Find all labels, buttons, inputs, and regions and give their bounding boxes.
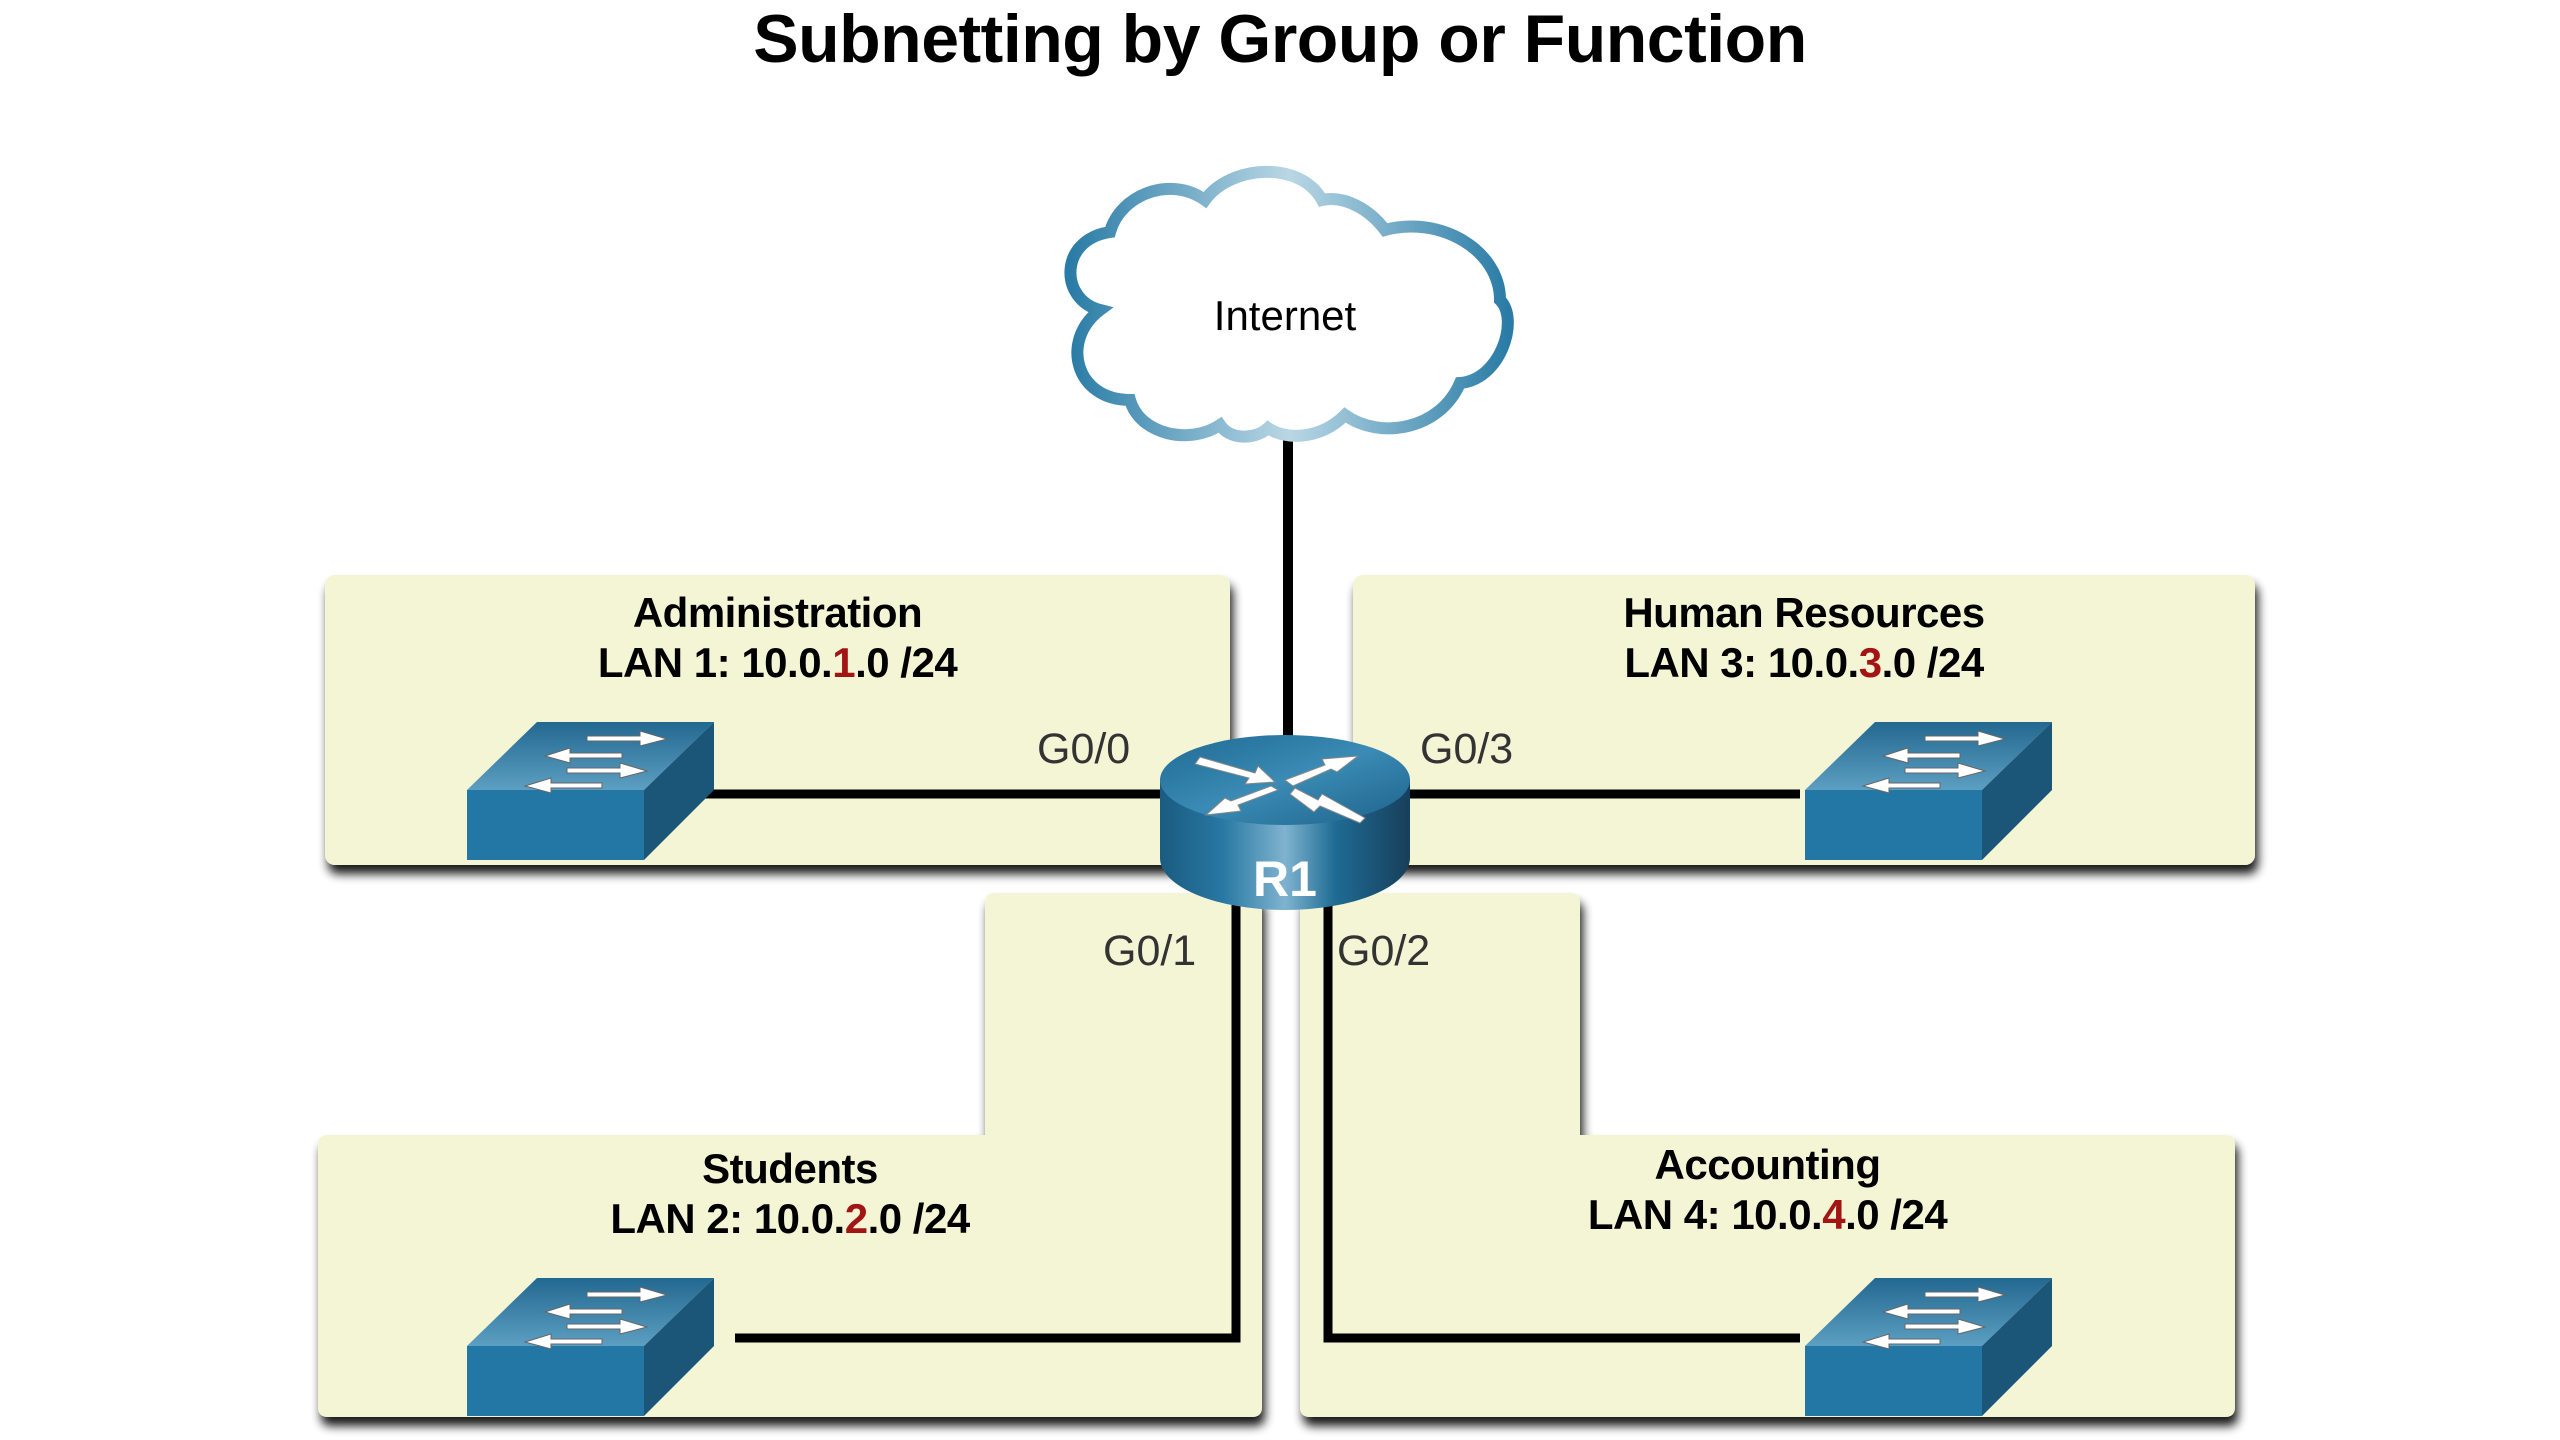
- lan2-group: Students: [702, 1145, 878, 1192]
- internet-label: Internet: [1213, 292, 1357, 339]
- lan3-address: LAN 3: 10.0.3.0 /24: [1624, 639, 1984, 686]
- lan2-heading: Students LAN 2: 10.0.2.0 /24: [318, 1144, 1262, 1244]
- lan4-group: Accounting: [1654, 1141, 1881, 1188]
- port-label-g0-3: G0/3: [1420, 725, 1514, 773]
- lan3-heading: Human Resources LAN 3: 10.0.3.0 /24: [1353, 588, 2255, 688]
- diagram-title: Subnetting by Group or Function: [753, 1, 1807, 77]
- router-icon[interactable]: [1160, 735, 1410, 910]
- port-label-g0-1: G0/1: [1103, 927, 1197, 975]
- lan2-address: LAN 2: 10.0.2.0 /24: [610, 1195, 970, 1242]
- lan1-address: LAN 1: 10.0.1.0 /24: [597, 639, 958, 686]
- lan4-subnet-octet: 4: [1822, 1191, 1846, 1238]
- lan4-address: LAN 4: 10.0.4.0 /24: [1587, 1191, 1948, 1238]
- lan4-heading: Accounting LAN 4: 10.0.4.0 /24: [1300, 1140, 2235, 1240]
- cloud-icon[interactable]: [1064, 165, 1514, 443]
- lan1-heading: Administration LAN 1: 10.0.1.0 /24: [325, 588, 1230, 688]
- lan3-subnet-octet: 3: [1858, 639, 1882, 686]
- lan1-group: Administration: [632, 589, 923, 636]
- port-label-g0-0: G0/0: [1037, 725, 1131, 773]
- wire-g0-2: [1323, 880, 1800, 1343]
- lan1-subnet-octet: 1: [832, 639, 856, 686]
- wire-g0-1: [735, 880, 1241, 1343]
- lan2-subnet-octet: 2: [844, 1195, 868, 1242]
- router-label: R1: [1253, 851, 1317, 907]
- lan3-group: Human Resources: [1623, 589, 1985, 636]
- port-label-g0-2: G0/2: [1337, 927, 1431, 975]
